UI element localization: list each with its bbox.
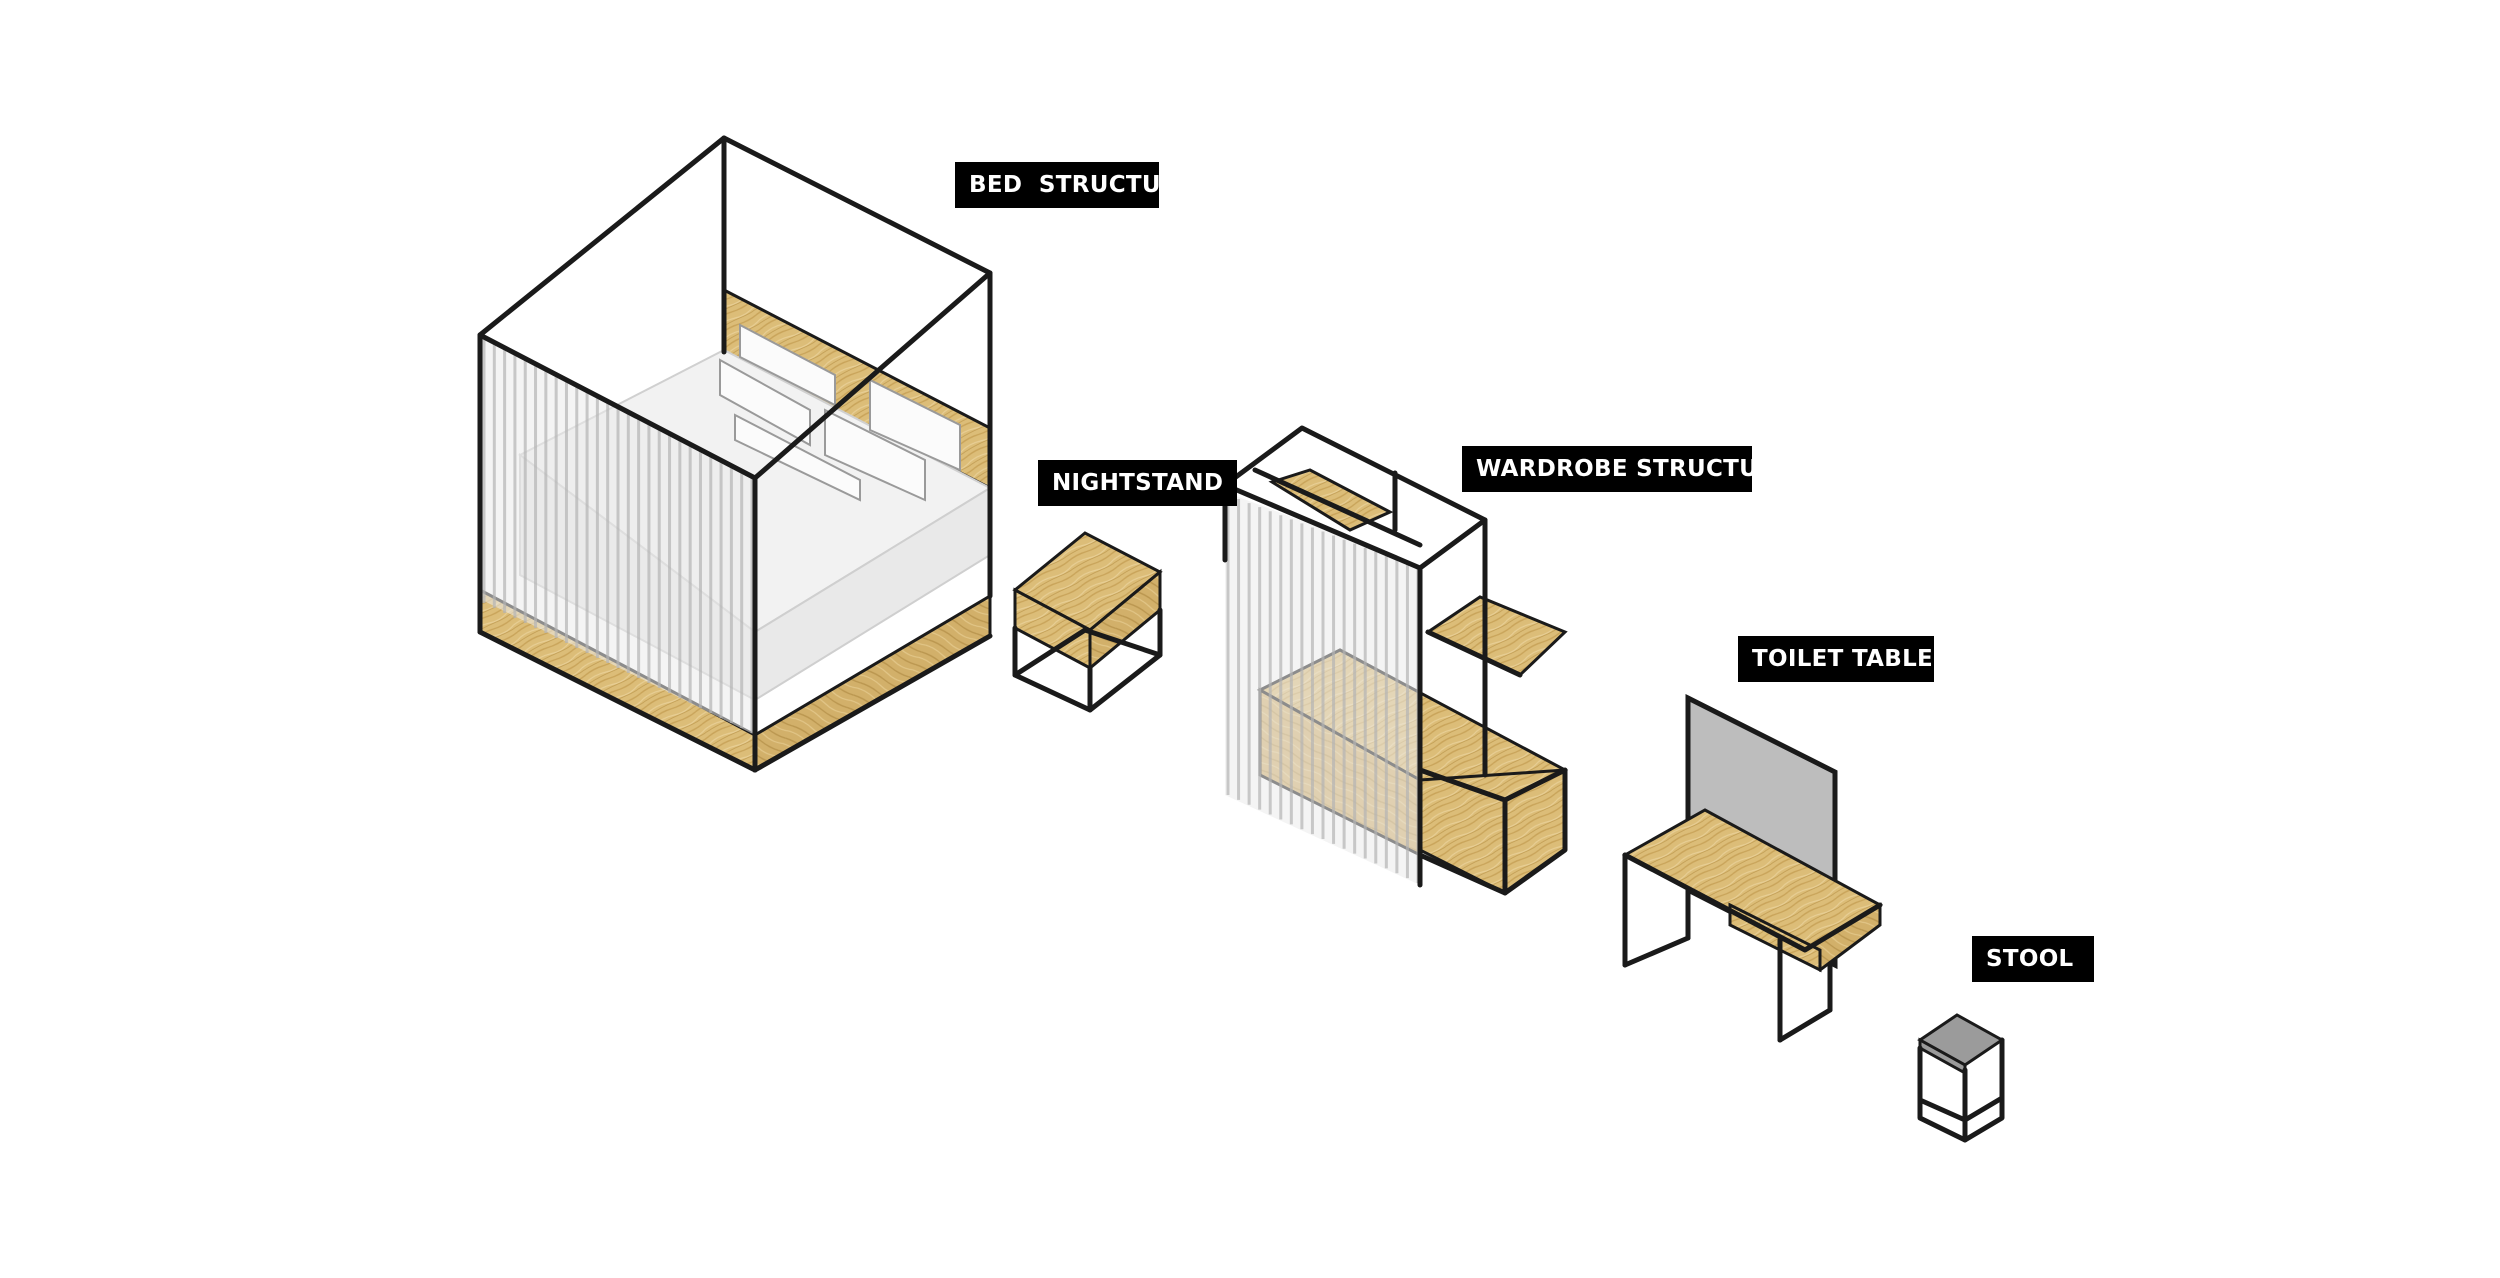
wardrobe-frame bbox=[1222, 425, 1568, 896]
stool bbox=[1917, 1013, 2005, 1143]
wardrobe-top-shelf bbox=[1268, 468, 1394, 532]
bed-structure bbox=[477, 135, 993, 773]
wardrobe-curtain bbox=[1225, 492, 1420, 885]
label-bed-structure: BED STRUCTURE bbox=[955, 162, 1195, 208]
bed-pillows bbox=[719, 323, 961, 502]
bed-frame bbox=[477, 135, 993, 773]
stool-cushion bbox=[1917, 1013, 2005, 1067]
toilet-table bbox=[1621, 693, 1884, 1043]
label-stool: STOOL bbox=[1972, 936, 2094, 982]
label-nightstand: NIGHTSTAND bbox=[1038, 460, 1237, 506]
wardrobe-cabinet-front bbox=[1418, 768, 1567, 895]
label-wardrobe-structure: WARDROBE STRUCTURE bbox=[1462, 446, 1792, 492]
bed-curtain bbox=[482, 335, 755, 735]
nightstand bbox=[1012, 531, 1163, 713]
wardrobe-structure bbox=[1222, 425, 1569, 896]
label-toilet-table: TOILET TABLE bbox=[1738, 636, 1934, 682]
